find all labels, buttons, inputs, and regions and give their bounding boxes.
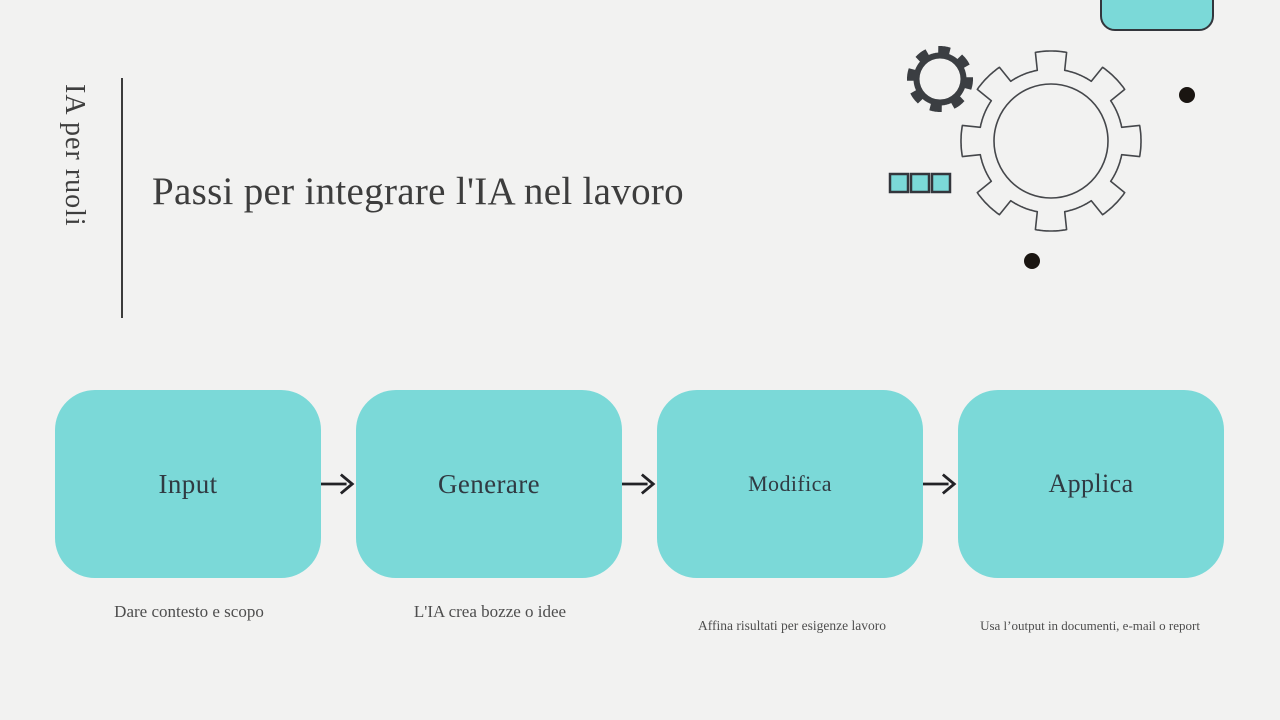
flow-gap xyxy=(923,390,958,578)
decorative-graphics xyxy=(888,0,1214,269)
square-icon xyxy=(930,172,952,194)
gear-filled-icon xyxy=(907,46,973,112)
step-box-applica: Applica xyxy=(958,390,1224,578)
step-label: Generare xyxy=(437,468,541,499)
vertical-divider-line xyxy=(121,78,123,318)
square-icon xyxy=(909,172,931,194)
rounded-tab-shape xyxy=(1100,0,1214,31)
step-caption: L'IA crea bozze o idee xyxy=(413,602,567,621)
arrow-right-icon xyxy=(622,473,656,495)
step-box-input: Input xyxy=(55,390,321,578)
gear-inner-circle xyxy=(993,83,1109,199)
gear-outline-icon xyxy=(960,50,1142,232)
step-label: Modifica xyxy=(748,471,832,496)
step-caption: Usa l’output in documenti, e-mail o repo… xyxy=(980,618,1200,633)
step-label: Input xyxy=(158,468,218,499)
flow-gap xyxy=(622,390,657,578)
square-icon xyxy=(888,172,910,194)
dot-icon xyxy=(1179,87,1195,103)
step-box-modifica: Modifica xyxy=(657,390,923,578)
step-caption: Dare contesto e scopo xyxy=(114,602,264,621)
dot-icon xyxy=(1024,253,1040,269)
step-label: Applica xyxy=(1048,469,1134,498)
arrow-right-icon xyxy=(321,473,355,495)
step-box-generare: Generare xyxy=(356,390,622,578)
vertical-section-label: IA per ruoli xyxy=(59,84,90,227)
flow-gap xyxy=(321,390,356,578)
process-flow: Input Generare Modifica Ap xyxy=(55,390,1224,578)
step-caption: Affina risultati per esigenze lavoro xyxy=(698,618,886,633)
arrow-right-icon xyxy=(923,473,957,495)
slide-title: Passi per integrare l'IA nel lavoro xyxy=(152,170,684,213)
